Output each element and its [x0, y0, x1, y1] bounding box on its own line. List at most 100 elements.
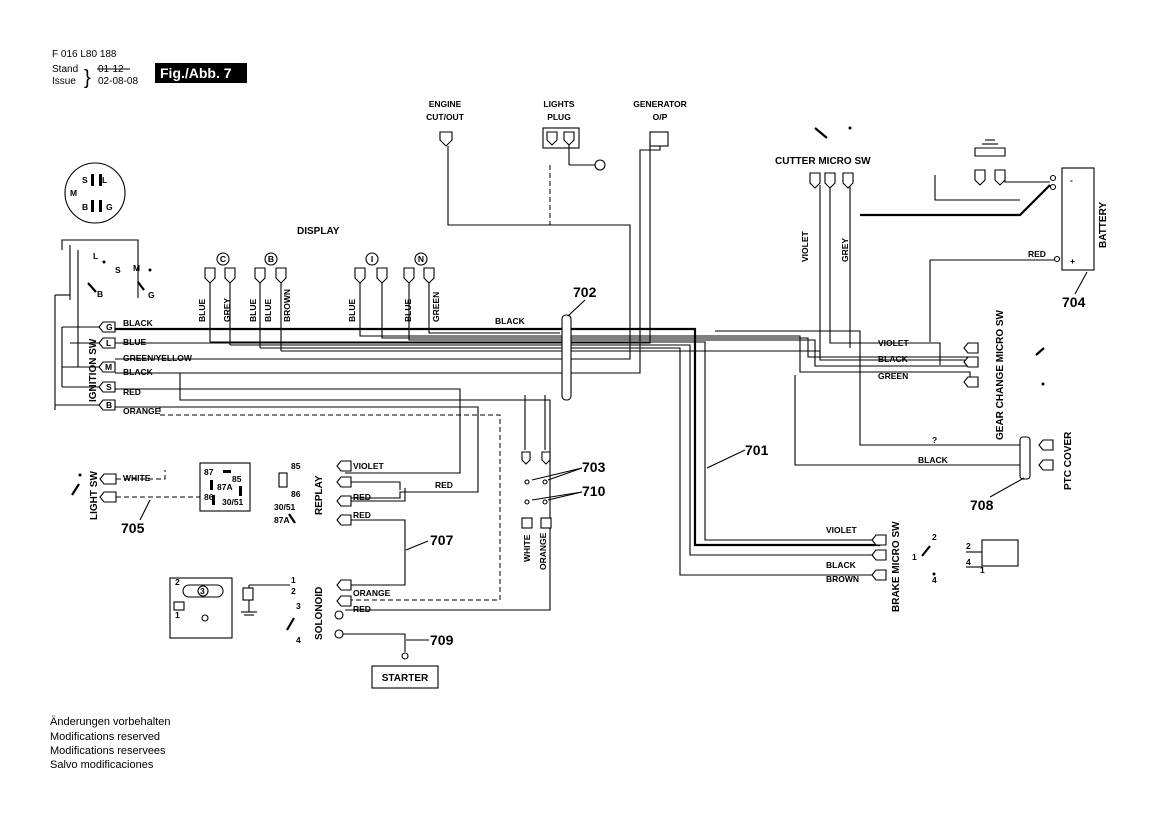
ptc-cover-label: PTC COVER — [1063, 431, 1074, 490]
solonoid-coil-icon — [242, 587, 254, 601]
ign-sw-pin-s: S — [115, 265, 121, 275]
solonoid-pin-3: 3 — [296, 601, 301, 611]
display-wire-3: BLUE — [248, 299, 258, 322]
starter: STARTER — [371, 665, 439, 689]
gear-wire-black: BLACK — [878, 354, 909, 364]
display-wire-8: GREEN — [431, 292, 441, 322]
ignition-switch: L S M B G IGNITION SW G L M S B BLACK BL… — [54, 239, 193, 416]
display-wire-4: BLUE — [263, 299, 273, 322]
replay-pin-87a: 87A — [274, 515, 290, 525]
top-components: ENGINE CUT/OUT LIGHTS PLUG GENERATOR O/P — [426, 99, 687, 171]
ign-sw-pin-g: G — [148, 290, 155, 300]
solonoid-wire-red: RED — [353, 604, 371, 614]
ref-703: 703 — [582, 459, 606, 475]
display-wire-5: BROWN — [282, 289, 292, 322]
brake-micro-switch: VIOLET BLACK BROWN BRAKE MICRO SW 2 1 4 … — [826, 521, 1019, 612]
brake-relay-pin-2: 2 — [966, 541, 971, 551]
display-wire-6: BLUE — [347, 299, 357, 322]
replay-wire-red-2: RED — [353, 492, 371, 502]
battery-minus: - — [1070, 175, 1073, 185]
battery-wire-red: RED — [1028, 249, 1046, 259]
generator-connector — [649, 131, 669, 147]
battery: BATTERY - + RED 704 — [974, 139, 1109, 310]
solonoid-pin-4: 4 — [296, 635, 301, 645]
ignition-sw-label: IGNITION SW — [88, 338, 99, 402]
solonoid-label: SOLONOID — [314, 587, 325, 640]
ptc-wire-unknown: ? — [932, 435, 937, 445]
part-number: F 016 L80 188 — [52, 49, 117, 60]
sol-box-pin-1: 1 — [175, 610, 180, 620]
key-pin-g: G — [106, 202, 113, 212]
stand-label: Stand — [52, 64, 78, 75]
gear-wire-violet: VIOLET — [878, 338, 910, 348]
replay-wire-red-3: RED — [353, 510, 371, 520]
brake-wire-brown: BROWN — [826, 574, 859, 584]
light-sw-label: LIGHT SW — [89, 471, 100, 520]
ign-wire-green-yellow: GREEN/YELLOW — [123, 353, 193, 363]
display-pin-c: C — [220, 254, 226, 264]
header-brace: } — [84, 67, 91, 89]
replay-wire-violet: VIOLET — [353, 461, 385, 471]
ign-wire-blue: BLUE — [123, 337, 146, 347]
ign-sw-pin-l: L — [93, 251, 98, 261]
gear-change-label: GEAR CHANGE MICRO SW — [995, 309, 1006, 440]
relay-pin-85: 85 — [232, 474, 242, 484]
lights-plug-line2: PLUG — [547, 112, 571, 122]
brake-sw-pin-4: 4 — [932, 575, 937, 585]
ign-pin-b: B — [106, 400, 112, 410]
display-wire-7: BLUE — [403, 299, 413, 322]
replay-pin-86: 86 — [291, 489, 301, 499]
cutter-wire-grey: GREY — [840, 238, 850, 262]
ign-wire-red: RED — [123, 387, 141, 397]
clamp-702: 702 — [561, 284, 597, 401]
ign-pin-l: L — [106, 338, 111, 348]
engine-connector — [439, 131, 453, 147]
ign-sw-pin-m: M — [133, 263, 140, 273]
main-black-label: BLACK — [495, 316, 526, 326]
display-label: DISPLAY — [297, 226, 340, 237]
ign-sw-pin-b: B — [97, 289, 103, 299]
key-pin-b: B — [82, 202, 88, 212]
display-pin-b: B — [268, 254, 274, 264]
replay: REPLAY 85 86 30/51 87A VIOLET RED RED RE… — [274, 460, 454, 586]
display-wire-2: GREY — [222, 298, 232, 322]
key-pin-m: M — [70, 188, 77, 198]
replay-label: REPLAY — [314, 475, 325, 515]
relay-pin-30-51: 30/51 — [222, 497, 244, 507]
ptc-cover: PTC COVER ? BLACK 708 — [918, 431, 1074, 513]
brake-relay-pin-1: 1 — [980, 565, 985, 575]
display-wire-1: BLUE — [197, 299, 207, 322]
solonoid-pin-1: 1 — [291, 575, 296, 585]
sol-box-pin-2: 2 — [175, 577, 180, 587]
gear-change-switch: GEAR CHANGE MICRO SW VIOLET BLACK GREEN — [878, 309, 1045, 440]
brake-relay-box — [981, 539, 1019, 567]
display-pin-n: N — [418, 254, 424, 264]
lamp-icon — [594, 159, 606, 171]
footer-es: Salvo modificaciones — [50, 759, 154, 771]
footer: Änderungen vorbehalten Modifications res… — [50, 716, 170, 771]
replay-pin-30-51: 30/51 — [274, 502, 296, 512]
starter-label: STARTER — [382, 673, 429, 684]
cutter-micro-sw-label: CUTTER MICRO SW — [775, 156, 871, 167]
header: F 016 L80 188 Stand Issue } 01-12 02-08-… — [52, 49, 247, 89]
brake-sw-pin-1: 1 — [912, 552, 917, 562]
light-switch: LIGHT SW WHITE 705 — [71, 470, 200, 536]
relay: 87 87A 85 86 30/51 — [199, 462, 251, 512]
key-pin-l: L — [102, 175, 107, 185]
solonoid: 2 3 1 1 2 3 4 SOLONOID ORANGE RED 709 — [169, 575, 454, 660]
ign-pin-g: G — [106, 322, 113, 332]
fuse-wire-white: WHITE — [522, 534, 532, 562]
ground-switch-icon — [974, 147, 1006, 157]
battery-plus: + — [1070, 256, 1075, 266]
ref-701: 701 — [745, 442, 769, 458]
sol-box-pin-3: 3 — [200, 586, 205, 596]
relay-pin-87a: 87A — [217, 482, 233, 492]
figure-badge — [155, 63, 247, 83]
ign-pin-m: M — [105, 362, 112, 372]
replay-coil-icon — [278, 472, 288, 488]
ign-wire-orange: ORANGE — [123, 406, 161, 416]
footer-de: Änderungen vorbehalten — [50, 716, 170, 728]
brake-wire-black: BLACK — [826, 560, 857, 570]
replay-wire-red-1: RED — [435, 480, 453, 490]
